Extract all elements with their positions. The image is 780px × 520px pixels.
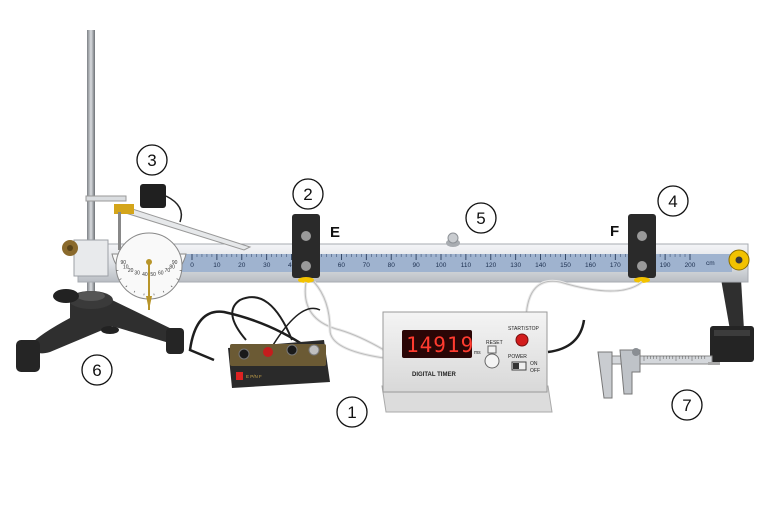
timer-title: DIGITAL TIMER	[412, 372, 456, 378]
callout-2	[292, 178, 324, 210]
callouts: 1 2 3 4 5 6 7 E F	[81, 144, 703, 428]
dial-number: 10	[123, 265, 129, 271]
callout-4-label: 4	[668, 192, 677, 211]
dial-number: 90	[172, 260, 178, 266]
scale-tick-label: 140	[535, 262, 546, 269]
binding-post[interactable]	[238, 348, 250, 360]
label-e: E	[330, 224, 340, 241]
scale-tick-label: 70	[363, 262, 371, 269]
stand-base	[30, 294, 182, 354]
power-label: POWER	[508, 354, 527, 360]
dial-tick	[176, 278, 179, 280]
stand-rod	[87, 30, 95, 298]
pulley	[728, 249, 750, 271]
dial-number: 80	[169, 265, 175, 271]
photogate-e	[292, 214, 320, 283]
caliper-lock-screw[interactable]	[632, 348, 640, 356]
timer-knob[interactable]	[484, 353, 500, 369]
scale-tick-label: 190	[660, 262, 671, 269]
dial-number: 20	[128, 268, 134, 274]
callout-5-label: 5	[476, 209, 485, 228]
control-box: E P/N F	[228, 340, 330, 388]
callout-7-label: 7	[682, 396, 691, 415]
dial-number: 50	[150, 272, 156, 278]
caliper-fixed-jaw	[597, 351, 613, 399]
reset-label: RESET	[486, 340, 503, 346]
reset-button[interactable]	[487, 345, 497, 354]
dial-tick	[170, 285, 173, 288]
binding-post-red[interactable]	[263, 347, 273, 357]
scale-unit: cm	[706, 260, 715, 267]
scale-tick-label: 40	[288, 262, 296, 269]
scale-tick-label: 0	[190, 262, 194, 269]
leveling-foot	[16, 340, 40, 372]
horizontal-arm	[85, 195, 127, 202]
electromagnet-arm	[85, 184, 252, 251]
dial-tick	[162, 290, 165, 293]
scale-tick-label: 20	[238, 262, 246, 269]
dial-number: 30	[134, 271, 140, 277]
callout-4	[657, 185, 689, 217]
label-f: F	[610, 223, 619, 240]
scale-tick-label: 10	[213, 262, 221, 269]
scale-tick-label: 60	[338, 262, 346, 269]
vernier-caliper	[597, 348, 720, 399]
callout-3-label: 3	[147, 151, 156, 170]
clamp-block	[73, 239, 109, 277]
scale-tick-label: 120	[485, 262, 496, 269]
timer-unit: ms	[474, 350, 481, 356]
timer-display	[402, 330, 472, 358]
leveling-foot	[53, 289, 79, 303]
power-off-label: OFF	[530, 368, 540, 374]
scale-tick-label: 80	[388, 262, 396, 269]
cables	[188, 279, 643, 362]
start-stop-button[interactable]	[515, 333, 529, 347]
dial-number: 90	[121, 260, 127, 266]
callout-5	[465, 202, 497, 234]
dial-tick	[125, 285, 128, 288]
callout-1	[336, 396, 368, 428]
binding-post[interactable]	[286, 344, 298, 356]
callout-7	[671, 389, 703, 421]
stand-clamp	[62, 239, 109, 277]
binding-post[interactable]	[308, 344, 320, 356]
scale-tick-label: 110	[461, 262, 472, 269]
callout-6	[81, 354, 113, 386]
scale-tick-label: 170	[610, 262, 621, 269]
photogate-f	[628, 214, 656, 283]
scale-tick-label: 100	[436, 262, 447, 269]
dial-tick	[119, 278, 122, 280]
startstop-label: START/STOP	[508, 326, 540, 332]
callout-2-label: 2	[303, 185, 312, 204]
callout-1-label: 1	[347, 403, 356, 422]
timer-display-value: 14919	[406, 333, 474, 357]
steel-ball	[446, 232, 460, 247]
scale-tick-label: 130	[510, 262, 521, 269]
leveling-foot	[166, 328, 184, 354]
plumb-bob	[146, 296, 152, 310]
power-on-label: ON	[530, 361, 538, 367]
scale-tick-label: 150	[560, 262, 571, 269]
support-stand	[16, 30, 184, 372]
scale-tick-label: 200	[685, 262, 696, 269]
control-box-label: E P/N F	[246, 374, 262, 379]
dial-number: 60	[158, 271, 164, 277]
dial-tick	[133, 290, 136, 293]
callout-6-label: 6	[92, 361, 101, 380]
caliper-sliding-jaw	[619, 349, 641, 395]
scale-tick-label: 90	[412, 262, 420, 269]
digital-timer: 14919 ms DIGITAL TIMER RESET START/STOP …	[381, 311, 553, 413]
scale-tick-label: 160	[585, 262, 596, 269]
electromagnet	[140, 184, 166, 208]
control-box-switch[interactable]	[236, 372, 243, 380]
dial-number: 40	[142, 272, 148, 278]
arm-clamp	[114, 204, 134, 214]
dial-number: 70	[165, 268, 171, 274]
callout-3	[136, 144, 168, 176]
scale-tick-label: 30	[263, 262, 271, 269]
